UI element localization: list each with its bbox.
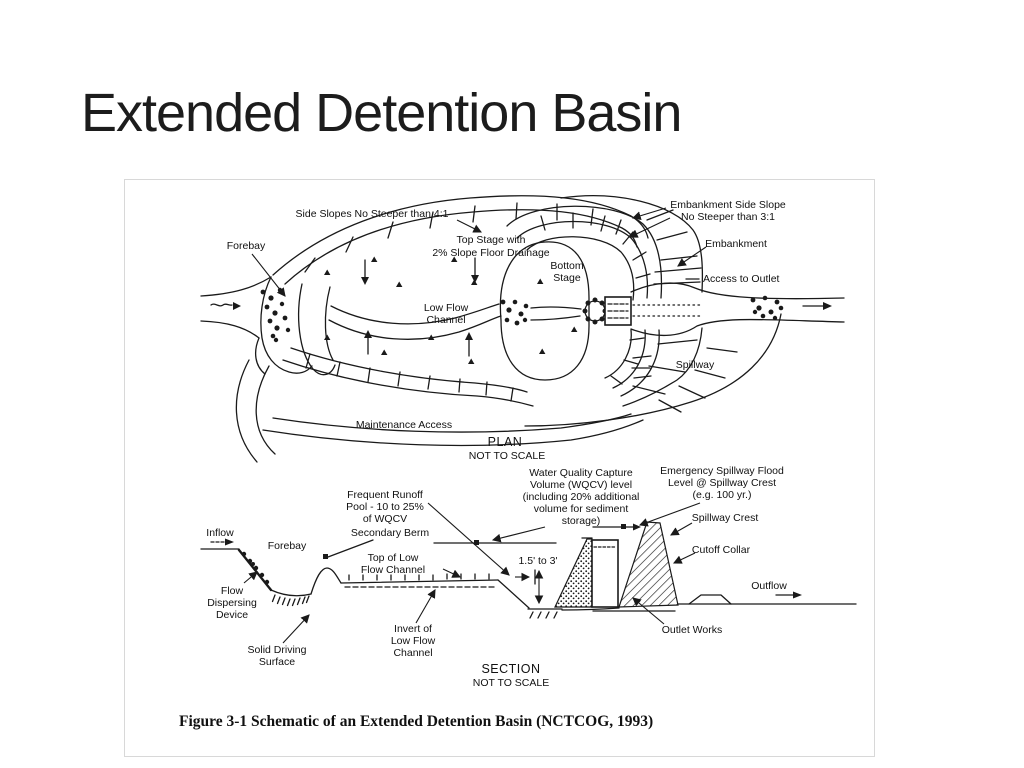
label-top-stage-1: Top Stage with [457, 234, 526, 246]
label-section-view: SECTION [481, 662, 540, 676]
label-invert-1: Invert of [394, 623, 432, 635]
label-flow-dispersing-3: Device [216, 609, 248, 621]
label-flow-dispersing-2: Dispersing [207, 597, 257, 609]
plan-outer-embankment [560, 195, 704, 407]
label-depth-range: 1.5' to 3' [518, 555, 557, 567]
plan-mid-riprap [500, 299, 529, 326]
label-spillway: Spillway [676, 359, 715, 371]
section-spillway-embankment [592, 521, 857, 612]
label-flow-dispersing-1: Flow [221, 585, 244, 597]
label-inflow: Inflow [206, 527, 234, 539]
label-secondary-berm: Secondary Berm [351, 527, 429, 539]
plan-floor-arrows [324, 256, 578, 364]
plan-leader-lines [251, 207, 707, 297]
label-wqcv-1: Water Quality Capture [529, 467, 633, 479]
plan-view-drawing [200, 195, 845, 463]
label-wqcv-5: storage) [562, 515, 601, 527]
label-frequent-2: Pool - 10 to 25% [346, 501, 424, 513]
label-low-flow-2: Channel [426, 314, 465, 326]
plan-outflow-channel [630, 282, 845, 337]
label-invert-2: Low Flow [391, 635, 436, 647]
section-leader-lines [243, 502, 701, 644]
section-depth-dimension [515, 569, 544, 605]
label-low-flow-1: Low Flow [424, 302, 469, 314]
label-plan-view: PLAN [488, 435, 523, 449]
plan-outlet-structure [604, 296, 702, 326]
section-gravel-slope [554, 538, 593, 608]
label-emergency-2: Level @ Spillway Crest [668, 477, 776, 489]
label-plan-forebay: Forebay [227, 240, 266, 252]
plan-outlet-trash-rack [582, 297, 608, 325]
plan-spillway-band [524, 313, 782, 427]
label-top-low-flow-1: Top of Low [368, 552, 419, 564]
plan-view-labels: Side Slopes No Steeper than 4:1 Forebay … [227, 199, 786, 462]
label-spillway-crest: Spillway Crest [692, 512, 759, 524]
detention-basin-schematic: Side Slopes No Steeper than 4:1 Forebay … [179, 195, 857, 730]
section-view-labels: Water Quality Capture Volume (WQCV) leve… [206, 465, 787, 689]
figure-frame: Side Slopes No Steeper than 4:1 Forebay … [124, 179, 875, 757]
label-outlet-works: Outlet Works [662, 624, 723, 636]
label-wqcv-4: volume for sediment [534, 503, 629, 515]
label-top-stage-2: 2% Slope Floor Drainage [432, 247, 549, 259]
label-embankment-side-2: No Steeper than 3:1 [681, 211, 775, 223]
section-water-levels [433, 523, 641, 545]
section-outflow-arrow [775, 591, 802, 599]
label-emergency-1: Emergency Spillway Flood [660, 465, 784, 477]
label-frequent-1: Frequent Runoff [347, 489, 423, 501]
page-title: Extended Detention Basin [81, 83, 682, 143]
section-riser [581, 537, 619, 608]
section-ground-profile [200, 538, 620, 619]
label-wqcv-3: (including 20% additional [523, 491, 640, 503]
label-bottom-stage-1: Bottom [550, 260, 584, 272]
label-wqcv-2: Volume (WQCV) level [530, 479, 632, 491]
label-emergency-3: (e.g. 100 yr.) [693, 489, 752, 501]
figure-caption: Figure 3-1 Schematic of an Extended Dete… [179, 713, 653, 730]
label-maintenance-access: Maintenance Access [356, 419, 452, 431]
label-bottom-stage-2: Stage [553, 272, 581, 284]
label-section-forebay: Forebay [268, 540, 307, 552]
plan-maintenance-road [235, 359, 644, 463]
label-access-to-outlet: Access to Outlet [703, 273, 780, 285]
label-cutoff-collar: Cutoff Collar [692, 544, 751, 556]
label-plan-scale: NOT TO SCALE [469, 450, 545, 462]
label-embankment-side-1: Embankment Side Slope [670, 199, 786, 211]
plan-embankment-band-bottom [282, 347, 534, 407]
plan-forebay-pocket [254, 276, 336, 376]
label-outflow: Outflow [751, 580, 787, 592]
label-embankment: Embankment [705, 238, 767, 250]
label-invert-3: Channel [393, 647, 432, 659]
label-side-slopes: Side Slopes No Steeper than 4:1 [296, 208, 449, 220]
plan-low-flow-channel [328, 303, 582, 340]
label-frequent-3: of WQCV [363, 513, 407, 525]
plan-inflow-channel [200, 276, 272, 339]
label-section-scale: NOT TO SCALE [473, 677, 549, 689]
plan-inlet-riprap [260, 287, 291, 343]
label-solid-driving-1: Solid Driving [248, 644, 307, 656]
label-solid-driving-2: Surface [259, 656, 295, 668]
section-view-drawing [200, 502, 857, 644]
label-top-low-flow-2: Flow Channel [361, 564, 425, 576]
